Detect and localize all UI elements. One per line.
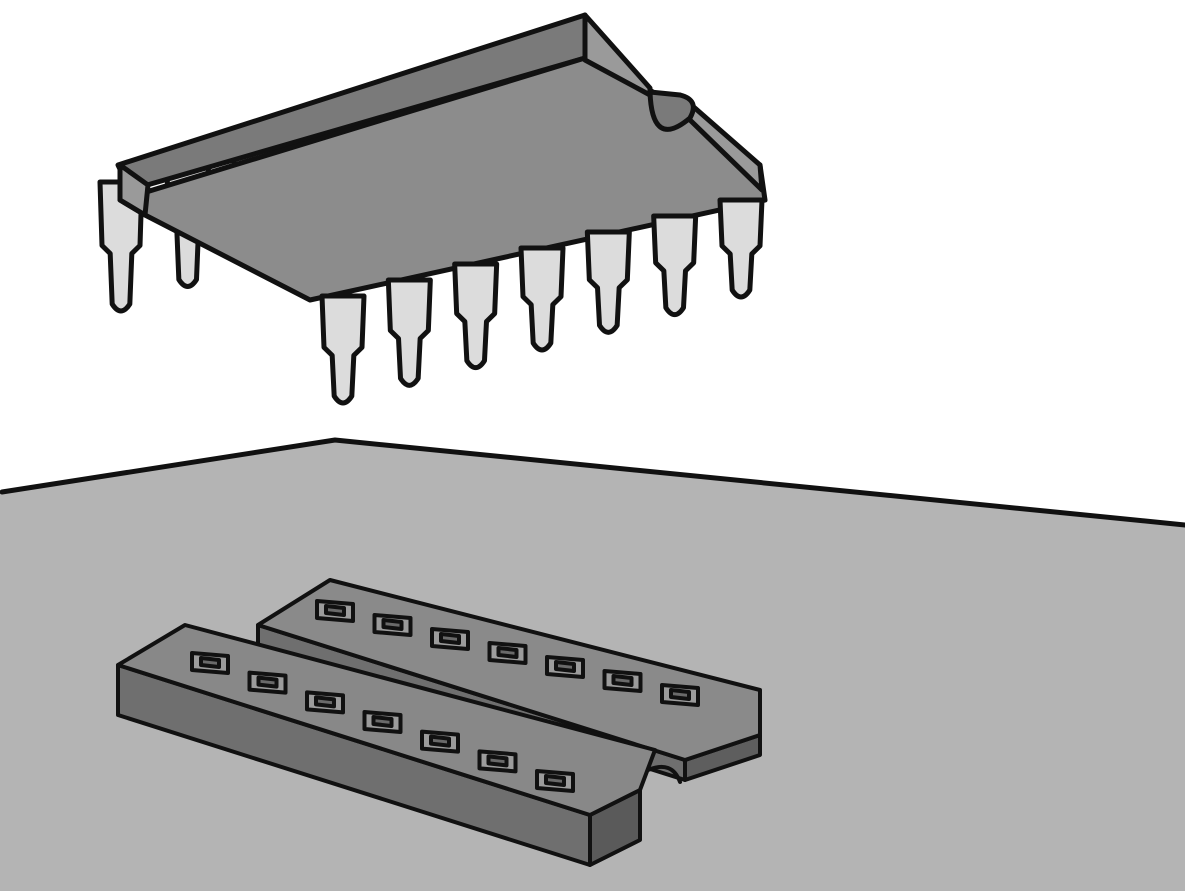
socket-hole: [490, 643, 526, 663]
socket-hole: [547, 657, 583, 677]
socket-hole: [480, 751, 516, 771]
socket-hole: [605, 671, 641, 691]
socket-hole: [307, 692, 343, 712]
chip-pin: [388, 280, 430, 385]
chip-pin: [521, 248, 563, 350]
chip-pin: [587, 232, 629, 332]
socket-hole: [192, 653, 228, 673]
socket-hole: [422, 732, 458, 752]
socket-hole: [317, 601, 353, 621]
chip-pin: [720, 200, 762, 297]
chip-pin: [654, 216, 696, 315]
socket-hole: [365, 712, 401, 732]
chip-pin: [455, 264, 497, 368]
socket-hole: [662, 685, 698, 705]
dip-chip: [100, 15, 765, 403]
socket-hole: [432, 629, 468, 649]
socket-hole: [375, 615, 411, 635]
chip-pin: [322, 296, 364, 403]
socket-hole: [537, 771, 573, 791]
socket-hole: [250, 673, 286, 693]
